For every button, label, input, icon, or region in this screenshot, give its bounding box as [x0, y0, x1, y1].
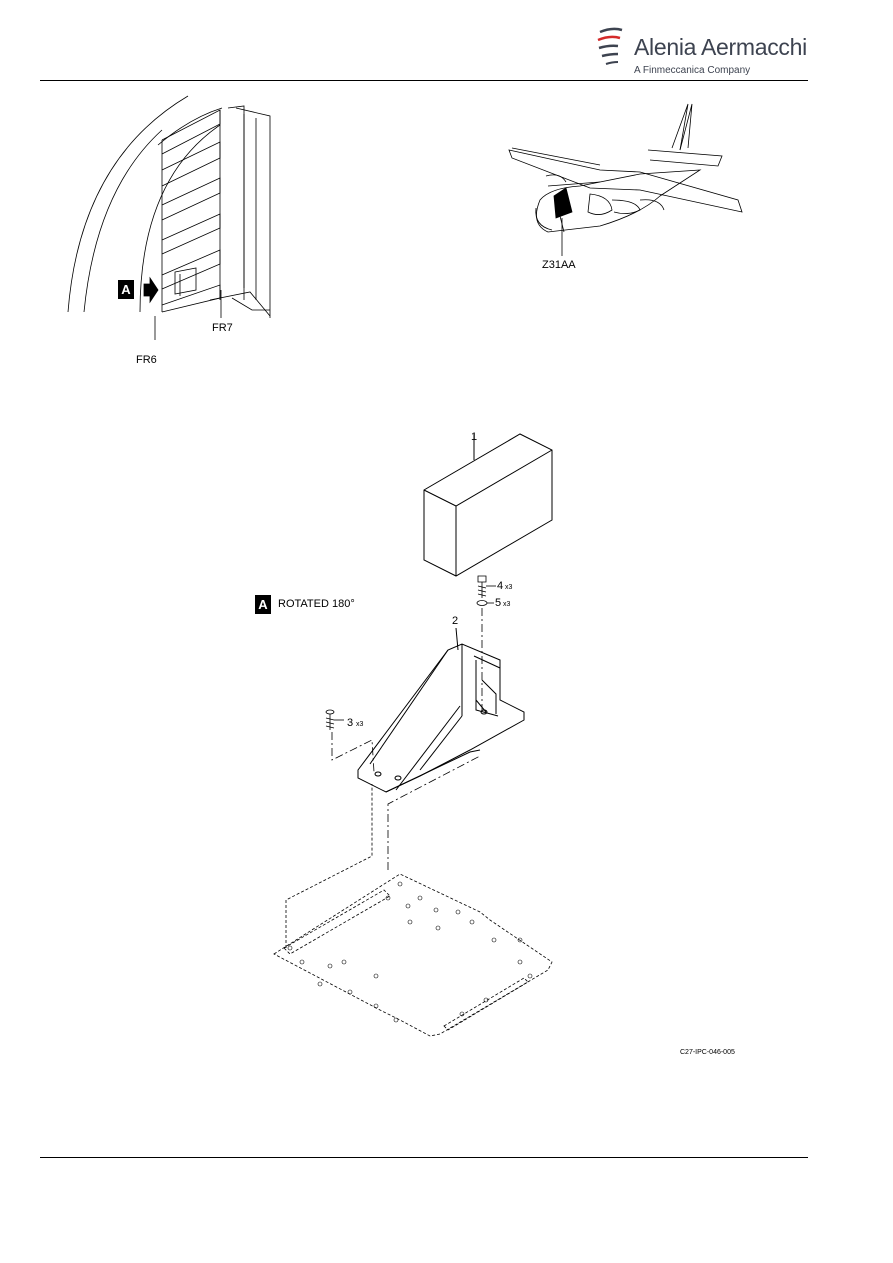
aircraft-view — [508, 103, 743, 256]
rotated-label: ROTATED 180° — [278, 598, 355, 610]
brand-subtitle: A Finmeccanica Company — [634, 65, 751, 76]
brand-logo: Alenia Aermacchi A Finmeccanica Company — [596, 24, 807, 80]
view-arrow-icon — [143, 276, 159, 304]
item-qty-4: x3 — [505, 584, 513, 591]
item-qty-3: x3 — [356, 721, 364, 728]
view-tag-cabin: A — [118, 280, 134, 299]
alenia-swoosh-icon — [597, 27, 623, 65]
battery-box — [423, 433, 553, 577]
screw-4 — [477, 575, 496, 598]
frame-label-fr6: FR6 — [136, 354, 157, 366]
item-number-5: 5 — [495, 597, 502, 609]
cabin-rack-view — [67, 95, 271, 340]
zone-highlight — [553, 187, 573, 219]
view-tag-detail: A — [255, 595, 271, 614]
item-number-1: 1 — [471, 431, 478, 443]
mounting-plate — [273, 873, 553, 1037]
washer-5 — [476, 600, 494, 606]
brand-name: Alenia Aermacchi — [634, 34, 807, 60]
zone-label: Z31AA — [542, 259, 576, 271]
item-number-2: 2 — [452, 615, 459, 627]
screw-3 — [325, 709, 344, 730]
item-number-3: 3 — [347, 717, 354, 729]
plate-holes — [287, 881, 533, 1023]
footer-rule — [40, 1157, 808, 1158]
item-number-4: 4 — [497, 580, 504, 592]
header-rule — [40, 80, 808, 81]
item-qty-5: x3 — [503, 601, 511, 608]
bracket — [357, 627, 525, 793]
frame-label-fr7: FR7 — [212, 322, 233, 334]
figure-id: C27-IPC-046-005 — [680, 1049, 735, 1056]
